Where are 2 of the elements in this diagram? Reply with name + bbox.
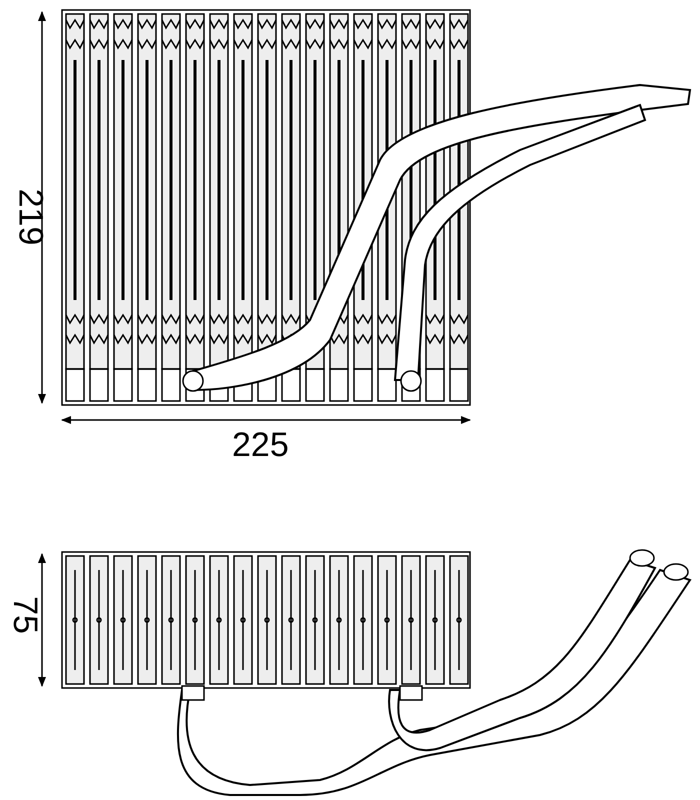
dimension-label: 225 — [232, 428, 289, 462]
dimension-label: 75 — [8, 596, 42, 634]
